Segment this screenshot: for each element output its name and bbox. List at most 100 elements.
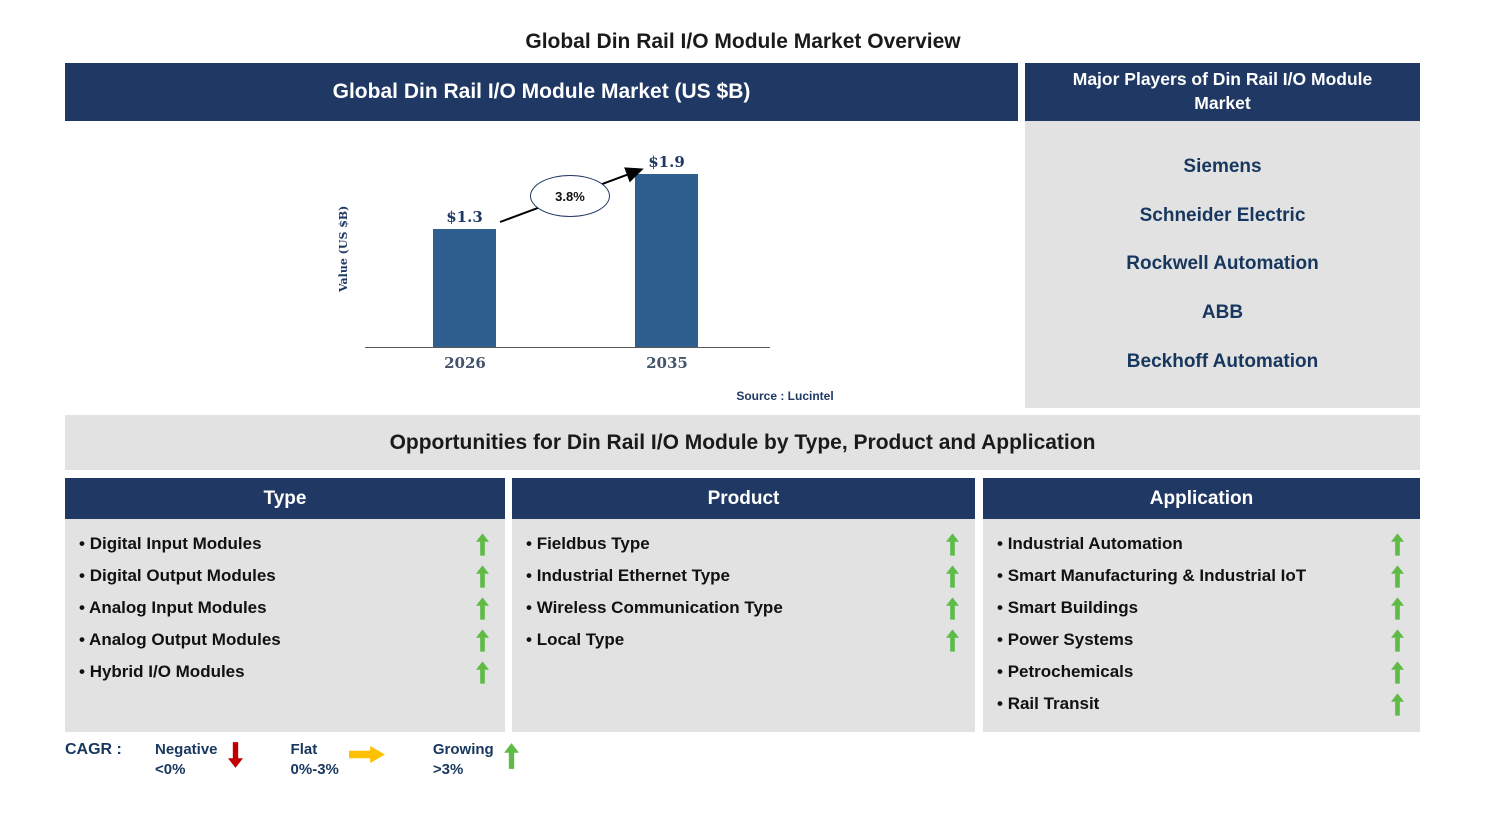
list-item: Rail Transit xyxy=(983,688,1420,720)
cagr-legend: CAGR : Negative <0% Flat 0%-3% Growing >… xyxy=(65,740,567,781)
major-players-list: Siemens Schneider Electric Rockwell Auto… xyxy=(1025,121,1420,408)
list-item-label: Smart Buildings xyxy=(997,598,1138,618)
bar-2035 xyxy=(635,174,698,347)
list-item-label: Rail Transit xyxy=(997,694,1100,714)
source-note: Source : Lucintel xyxy=(736,389,834,403)
growth-up-arrow-icon xyxy=(946,564,959,588)
growth-up-arrow-icon xyxy=(1391,692,1404,716)
growth-up-arrow-icon xyxy=(476,532,489,556)
cagr-ellipse: 3.8% xyxy=(530,175,610,217)
bar-chart: Value (US $B) $1.3 $1.9 xyxy=(65,121,1018,408)
legend-label: Growing xyxy=(432,741,494,758)
opportunities-band: Opportunities for Din Rail I/O Module by… xyxy=(65,415,1420,470)
chart-plot: $1.3 $1.9 3.8% xyxy=(365,147,770,347)
growth-up-arrow-icon xyxy=(1391,628,1404,652)
list-item: Wireless Communication Type xyxy=(512,592,975,624)
product-column-header: Product xyxy=(512,478,975,519)
list-item: Siemens xyxy=(1183,155,1262,177)
legend-range: 0%-3% xyxy=(290,761,339,779)
negative-down-arrow-icon xyxy=(227,742,243,768)
list-item: Analog Input Modules xyxy=(65,592,505,624)
growth-up-arrow-icon xyxy=(476,596,489,620)
legend-label: Negative xyxy=(155,741,218,758)
list-item-label: Digital Output Modules xyxy=(79,566,276,586)
product-column: Product Fieldbus Type Industrial Etherne… xyxy=(512,478,975,732)
application-column: Application Industrial Automation Smart … xyxy=(983,478,1420,732)
list-item: Smart Manufacturing & Industrial IoT xyxy=(983,560,1420,592)
type-column-body: Digital Input Modules Digital Output Mod… xyxy=(65,519,505,732)
major-players-panel: Major Players of Din Rail I/O Module Mar… xyxy=(1025,63,1420,408)
product-column-title: Product xyxy=(707,487,780,509)
bar-group-2026: $1.3 xyxy=(433,147,496,347)
list-item: Power Systems xyxy=(983,624,1420,656)
growth-up-arrow-icon xyxy=(476,628,489,652)
flat-right-arrow-icon xyxy=(348,746,385,763)
list-item: Analog Output Modules xyxy=(65,624,505,656)
list-item: Local Type xyxy=(512,624,975,656)
list-item-label: Wireless Communication Type xyxy=(526,598,783,618)
application-column-title: Application xyxy=(1149,487,1254,509)
type-column: Type Digital Input Modules Digital Outpu… xyxy=(65,478,505,732)
list-item-label: Analog Input Modules xyxy=(79,598,267,618)
list-item-label: Power Systems xyxy=(997,630,1134,650)
list-item: Schneider Electric xyxy=(1139,204,1306,226)
market-chart-header: Global Din Rail I/O Module Market (US $B… xyxy=(65,63,1018,121)
list-item: ABB xyxy=(1201,302,1244,324)
list-item: Hybrid I/O Modules xyxy=(65,656,505,688)
list-item-label: Petrochemicals xyxy=(997,662,1134,682)
list-item: Fieldbus Type xyxy=(512,528,975,560)
growth-up-arrow-icon xyxy=(1391,596,1404,620)
growing-up-arrow-icon xyxy=(503,743,519,769)
x-axis xyxy=(365,347,770,348)
list-item-label: Industrial Automation xyxy=(997,534,1183,554)
bar-group-2035: $1.9 xyxy=(635,147,698,347)
growth-up-arrow-icon xyxy=(1391,532,1404,556)
cagr-value: 3.8% xyxy=(555,188,585,204)
growth-up-arrow-icon xyxy=(1391,564,1404,588)
legend-label: Flat xyxy=(290,741,318,758)
growth-up-arrow-icon xyxy=(476,564,489,588)
list-item: Beckhoff Automation xyxy=(1126,351,1319,373)
list-item-label: Smart Manufacturing & Industrial IoT xyxy=(997,566,1306,586)
major-players-title: Major Players of Din Rail I/O Module Mar… xyxy=(1072,69,1373,113)
list-item-label: Hybrid I/O Modules xyxy=(79,662,245,682)
list-item: Industrial Automation xyxy=(983,528,1420,560)
list-item: Smart Buildings xyxy=(983,592,1420,624)
list-item: Digital Input Modules xyxy=(65,528,505,560)
application-column-header: Application xyxy=(983,478,1420,519)
bar-value-label: $1.9 xyxy=(648,153,685,171)
market-chart-panel: Global Din Rail I/O Module Market (US $B… xyxy=(65,63,1018,408)
type-column-header: Type xyxy=(65,478,505,519)
growth-up-arrow-icon xyxy=(946,628,959,652)
legend-entry-growing: Growing >3% xyxy=(433,740,519,781)
growth-up-arrow-icon xyxy=(476,660,489,684)
list-item-label: Local Type xyxy=(526,630,625,650)
growth-up-arrow-icon xyxy=(946,596,959,620)
type-column-title: Type xyxy=(263,487,307,509)
growth-up-arrow-icon xyxy=(1391,660,1404,684)
list-item: Industrial Ethernet Type xyxy=(512,560,975,592)
bar-2026 xyxy=(433,229,496,347)
list-item: Rockwell Automation xyxy=(1126,253,1319,275)
list-item: Digital Output Modules xyxy=(65,560,505,592)
x-tick-2026: 2026 xyxy=(444,354,486,372)
list-item-label: Analog Output Modules xyxy=(79,630,281,650)
legend-entry-flat: Flat 0%-3% xyxy=(291,740,385,781)
application-column-body: Industrial Automation Smart Manufacturin… xyxy=(983,519,1420,732)
cagr-legend-prefix: CAGR : xyxy=(65,741,122,758)
x-tick-2035: 2035 xyxy=(646,354,688,372)
legend-entry-negative: Negative <0% xyxy=(155,740,243,781)
list-item-label: Digital Input Modules xyxy=(79,534,262,554)
product-column-body: Fieldbus Type Industrial Ethernet Type W… xyxy=(512,519,975,732)
list-item: Petrochemicals xyxy=(983,656,1420,688)
list-item-label: Fieldbus Type xyxy=(526,534,650,554)
page-title: Global Din Rail I/O Module Market Overvi… xyxy=(525,30,961,53)
list-item-label: Industrial Ethernet Type xyxy=(526,566,730,586)
legend-range: <0% xyxy=(155,761,186,779)
legend-range: >3% xyxy=(432,761,464,779)
market-chart-title: Global Din Rail I/O Module Market (US $B… xyxy=(332,80,751,103)
bar-value-label: $1.3 xyxy=(446,208,483,226)
opportunities-title: Opportunities for Din Rail I/O Module by… xyxy=(389,430,1096,454)
growth-up-arrow-icon xyxy=(946,532,959,556)
